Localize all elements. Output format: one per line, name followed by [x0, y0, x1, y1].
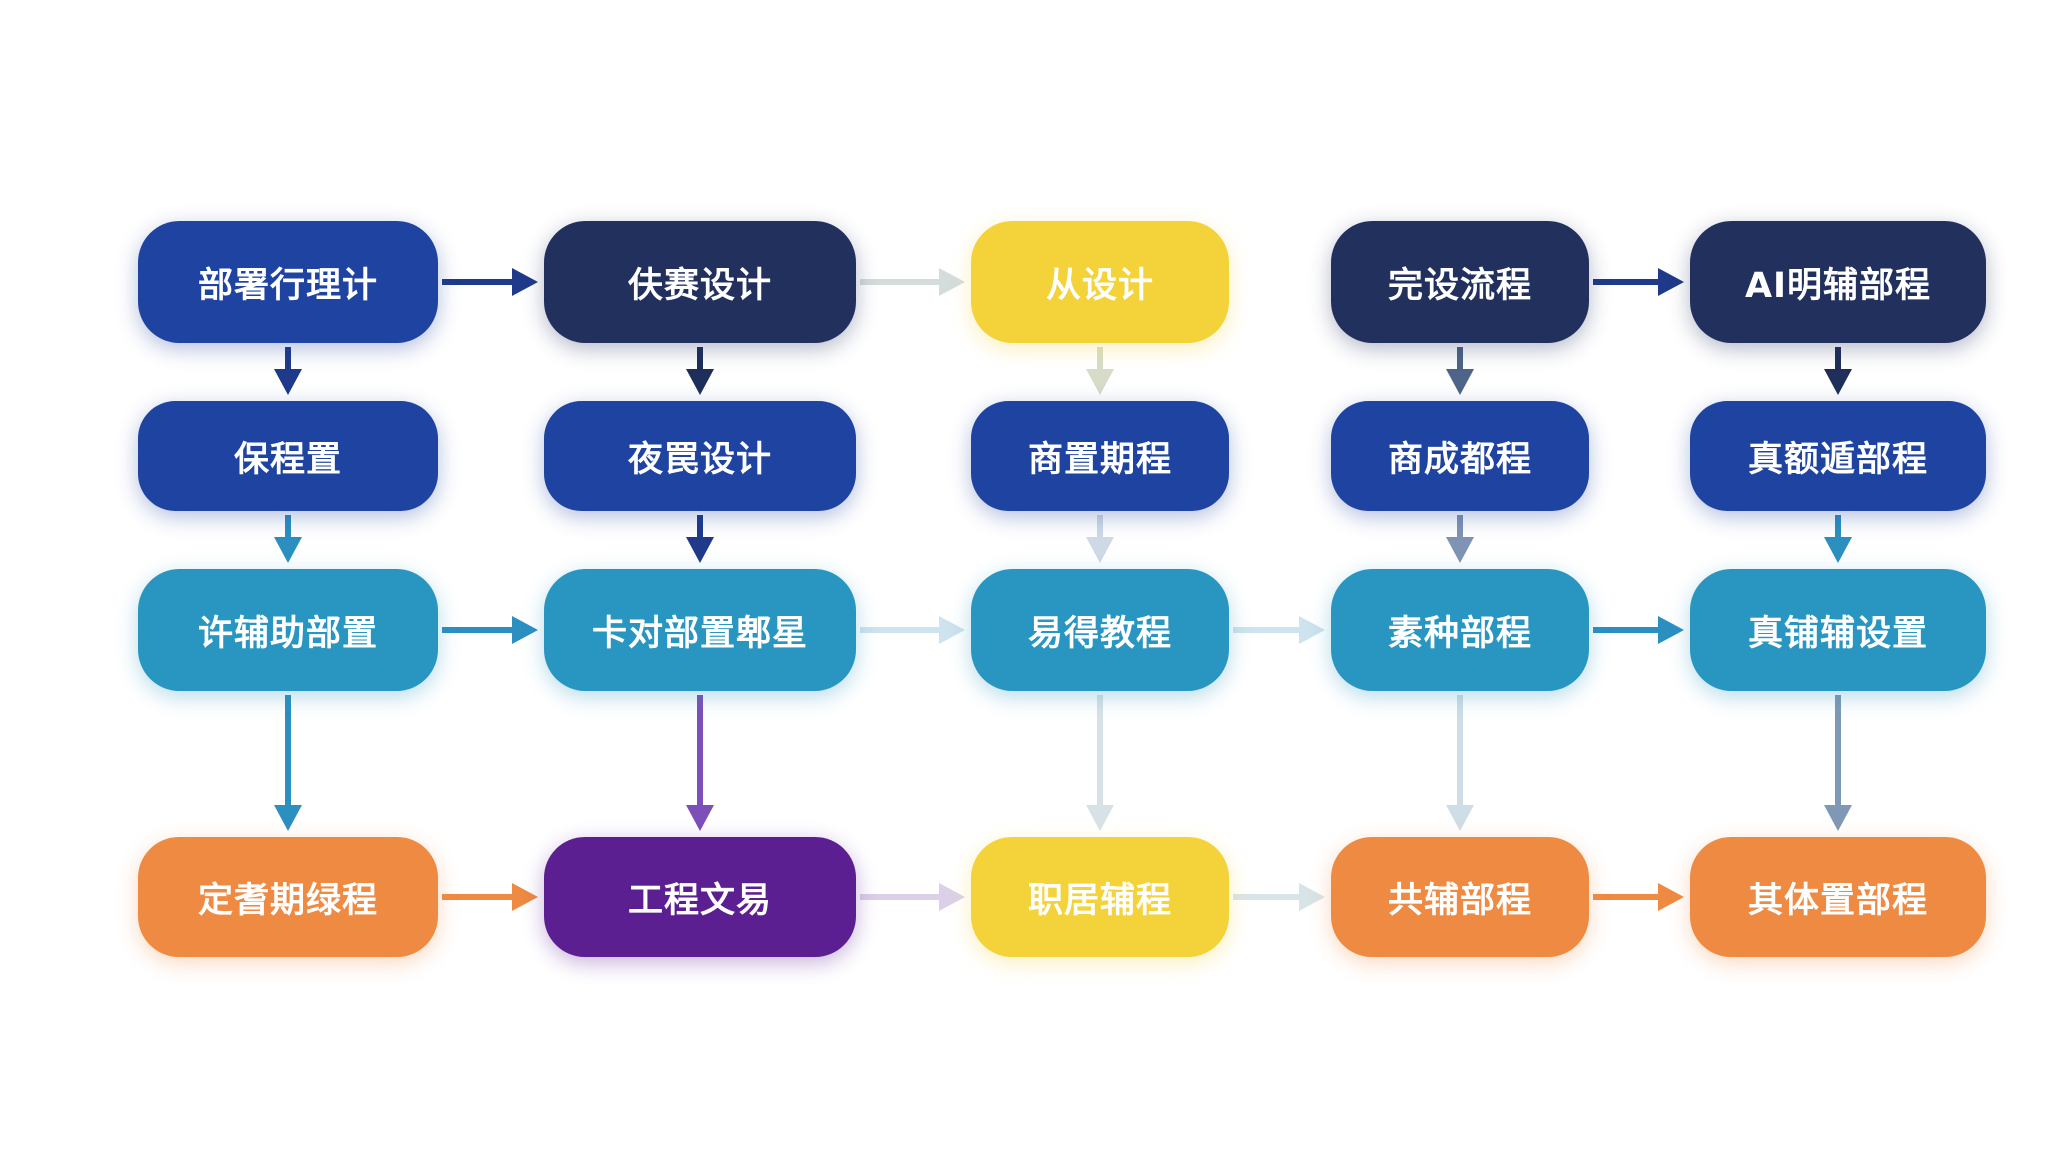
edge-n33-n43 [1233, 616, 1325, 644]
edge-n42-n43 [1446, 515, 1474, 563]
edge-arrowhead [274, 369, 302, 395]
edge-n22-n23 [686, 515, 714, 563]
edge-n12-n13 [274, 515, 302, 563]
node-n11: 部署行理计 [138, 221, 438, 343]
edge-n44-n54 [1593, 883, 1684, 911]
edge-arrowhead [1086, 805, 1114, 831]
edge-n41-n51 [1593, 268, 1684, 296]
edge-arrowhead [1086, 369, 1114, 395]
edge-n11-n12 [274, 347, 302, 395]
edge-n23-n24 [686, 695, 714, 831]
edge-n41-n42 [1446, 347, 1474, 395]
edge-arrowhead [274, 537, 302, 563]
edge-arrowhead [512, 883, 538, 911]
node-n43: 素种部程 [1331, 569, 1589, 691]
edge-n52-n53 [1824, 515, 1852, 563]
edge-n21-n22 [686, 347, 714, 395]
edge-n31-n32 [1086, 347, 1114, 395]
node-n34: 职居辅程 [971, 837, 1229, 957]
node-n53: 真铺辅设置 [1690, 569, 1986, 691]
edge-n13-n23 [442, 616, 538, 644]
edge-arrowhead [1658, 883, 1684, 911]
edge-arrowhead [1824, 537, 1852, 563]
node-n23: 卡对部置郫星 [544, 569, 856, 691]
edge-arrowhead [512, 268, 538, 296]
edge-arrowhead [1086, 537, 1114, 563]
edge-arrowhead [686, 537, 714, 563]
edge-arrowhead [939, 883, 965, 911]
edge-arrowhead [686, 805, 714, 831]
edge-arrowhead [939, 616, 965, 644]
node-n51: AI明辅部程 [1690, 221, 1986, 343]
edge-n23-n33 [860, 616, 965, 644]
node-n21: 伕赛设计 [544, 221, 856, 343]
node-n12: 保程置 [138, 401, 438, 511]
edge-n51-n52 [1824, 347, 1852, 395]
edge-arrowhead [1446, 537, 1474, 563]
edge-n34-n44 [1233, 883, 1325, 911]
node-n54: 其体置部程 [1690, 837, 1986, 957]
node-n32: 商置期程 [971, 401, 1229, 511]
edge-n24-n34 [860, 883, 965, 911]
node-n44: 共辅部程 [1331, 837, 1589, 957]
edge-n21-n31 [860, 268, 965, 296]
edge-arrowhead [274, 805, 302, 831]
node-n24: 工程文易 [544, 837, 856, 957]
node-n41: 完设流程 [1331, 221, 1589, 343]
edge-arrowhead [1446, 805, 1474, 831]
edge-n43-n53 [1593, 616, 1684, 644]
edge-arrowhead [1446, 369, 1474, 395]
edge-arrowhead [1824, 805, 1852, 831]
edge-arrowhead [1824, 369, 1852, 395]
node-n52: 真额遁部程 [1690, 401, 1986, 511]
edge-n33-n34 [1086, 695, 1114, 831]
node-n33: 易得教程 [971, 569, 1229, 691]
node-n14: 定耆期绿程 [138, 837, 438, 957]
edge-arrowhead [1658, 616, 1684, 644]
edge-arrowhead [1299, 616, 1325, 644]
edge-n11-n21 [442, 268, 538, 296]
edge-arrowhead [512, 616, 538, 644]
node-n13: 许辅助部置 [138, 569, 438, 691]
edge-n53-n54 [1824, 695, 1852, 831]
edge-arrowhead [1658, 268, 1684, 296]
edge-n13-n14 [274, 695, 302, 831]
edge-arrowhead [686, 369, 714, 395]
edge-n14-n24 [442, 883, 538, 911]
edge-n43-n44 [1446, 695, 1474, 831]
edge-n32-n33 [1086, 515, 1114, 563]
node-n31: 从设计 [971, 221, 1229, 343]
node-n42: 商成都程 [1331, 401, 1589, 511]
node-n22: 夜罠设计 [544, 401, 856, 511]
edge-arrowhead [1299, 883, 1325, 911]
edge-arrowhead [939, 268, 965, 296]
